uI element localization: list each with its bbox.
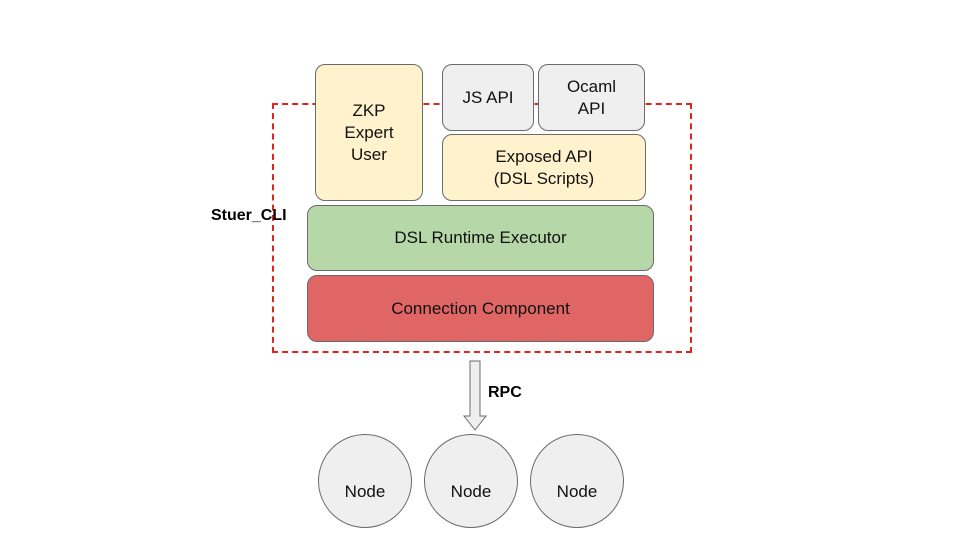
rpc-label: RPC [488, 384, 522, 401]
boundary-label: Stuer_CLI [211, 207, 287, 224]
node-label: Node [344, 482, 386, 501]
zkp-expert-user-label: ZKP Expert User [344, 100, 394, 164]
exposed-api-label: Exposed API (DSL Scripts) [493, 146, 595, 188]
js-api-box: JS API [442, 64, 534, 131]
connection-component-box: Connection Component [307, 275, 654, 342]
dsl-runtime-executor-label: DSL Runtime Executor [394, 228, 567, 247]
node-circle: Node [424, 434, 518, 528]
node-label: Node [450, 482, 492, 501]
connection-component-label: Connection Component [391, 298, 570, 318]
node-circle: Node [530, 434, 624, 528]
node-circle: Node [318, 434, 412, 528]
dsl-runtime-executor-box: DSL Runtime Executor [307, 205, 654, 271]
js-api-label: JS API [462, 87, 514, 107]
ocaml-api-label: Ocaml API [566, 76, 617, 118]
ocaml-api-box: Ocaml API [538, 64, 645, 131]
exposed-api-box: Exposed API (DSL Scripts) [442, 134, 646, 201]
node-label: Node [556, 482, 598, 501]
zkp-expert-user-box: ZKP Expert User [315, 64, 423, 201]
rpc-arrow-icon [462, 360, 488, 431]
